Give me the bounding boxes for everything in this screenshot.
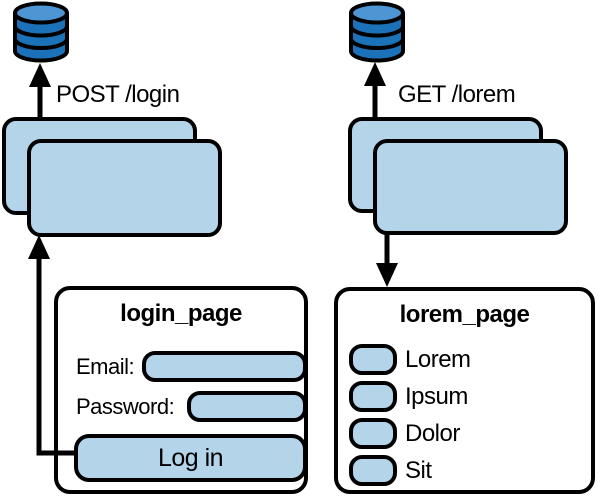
lorem-stack-front-card — [373, 139, 568, 235]
get-lorem-arrow — [364, 62, 386, 117]
login-stack-front-card — [27, 139, 222, 237]
password-label: Password: — [76, 394, 175, 419]
database-icon — [13, 1, 69, 63]
login-button[interactable]: Log in — [74, 434, 307, 482]
email-input[interactable] — [142, 351, 307, 382]
post-login-label: POST /login — [56, 81, 180, 108]
email-label: Email: — [76, 354, 135, 379]
bullet-pill — [349, 455, 397, 486]
password-input[interactable] — [187, 391, 307, 422]
bullet-pill — [349, 418, 397, 449]
list-item-label: Sit — [405, 457, 432, 484]
bullet-pill — [349, 381, 397, 412]
lorem-page-panel: lorem_page Lorem Ipsum Dolor Sit — [334, 287, 595, 494]
login-page-panel: login_page Email: Password: Log in — [54, 286, 308, 494]
get-lorem-label: GET /lorem — [398, 81, 516, 108]
list-item-label: Ipsum — [405, 383, 468, 410]
lorem-response-arrow — [376, 233, 398, 287]
bullet-pill — [349, 344, 397, 375]
post-login-arrow — [29, 63, 51, 117]
list-item-label: Lorem — [405, 346, 471, 373]
lorem-page-title: lorem_page — [399, 301, 530, 328]
database-icon — [349, 1, 405, 63]
login-page-title: login_page — [120, 300, 242, 327]
list-item-label: Dolor — [405, 420, 460, 447]
